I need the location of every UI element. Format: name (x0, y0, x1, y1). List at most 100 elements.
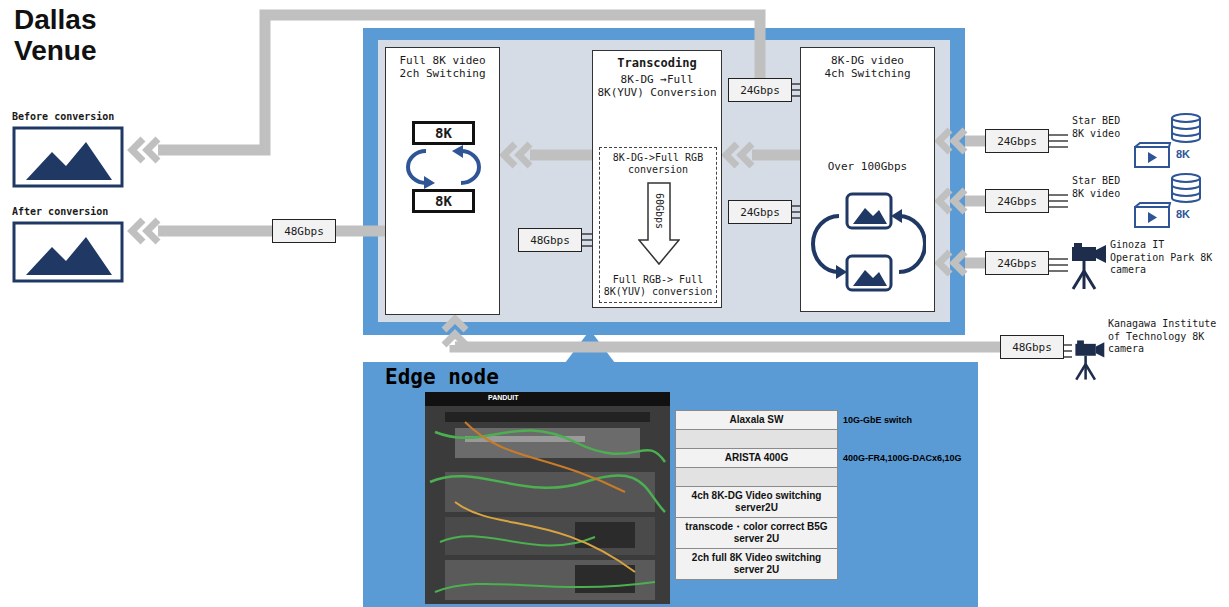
switching-icons (811, 186, 926, 301)
chevron-head (939, 252, 950, 274)
cable-line (1064, 356, 1072, 357)
cable-line (1049, 140, 1068, 141)
connector (444, 319, 1000, 347)
connector (1049, 135, 1068, 147)
cable-line (1064, 344, 1072, 345)
node-text: Transcoding (597, 57, 717, 70)
connector (132, 220, 272, 242)
annotation-label: PANDUIT (488, 394, 519, 401)
cable-line (1049, 264, 1068, 265)
signal-line (965, 136, 985, 147)
node-text: After conversion (12, 205, 108, 218)
chevron-head (939, 130, 950, 152)
node-text: 24Gbps (740, 84, 780, 97)
video-file-icon (1134, 202, 1172, 228)
port-box: 24Gbps (728, 200, 792, 224)
port-box: 24Gbps (985, 189, 1049, 213)
port-box: 24Gbps (985, 129, 1049, 153)
cable-line (792, 211, 800, 212)
connector (792, 206, 800, 218)
node-text: Ginoza IT Operation Park 8K camera (1110, 239, 1222, 277)
cable-line (792, 95, 800, 96)
node-text: 8K-DG video 4ch Switching (805, 54, 930, 80)
signal-line (455, 345, 1000, 347)
conversion-box: 8K-DG->Full RGB conversionFull RGB-> Ful… (599, 147, 717, 303)
cable-line (582, 233, 592, 234)
node-text: 8K (435, 127, 452, 140)
cable-line (1049, 194, 1068, 195)
rack-photo (425, 392, 670, 604)
connector (939, 252, 985, 274)
monitor-icon (12, 126, 124, 188)
node-text: 48Gbps (530, 234, 570, 247)
port-box: 24Gbps (728, 78, 792, 102)
signal-line (752, 150, 800, 161)
connector (939, 190, 985, 212)
annotation-label: 400G-FR4,100G-DACx6,10G (843, 453, 962, 463)
signal-line (530, 150, 592, 161)
signal-line (158, 226, 272, 237)
connector (939, 130, 985, 152)
node-text: Star BED 8K video (1072, 175, 1138, 200)
process-box: 8K-DG video 4ch SwitchingOver 100Gbps (800, 47, 935, 312)
empty-slot (675, 467, 838, 487)
monitor-node: After conversion (10, 205, 128, 287)
node-text: Alaxala SW (730, 414, 784, 426)
node-text: Kanagawa Institute of Technology 8K came… (1108, 318, 1222, 356)
connector (582, 234, 592, 246)
cable-line (1049, 258, 1068, 259)
monitor-icon (12, 221, 124, 283)
cable-line (1049, 134, 1068, 135)
chevron-head (726, 144, 737, 166)
database-icon (1168, 112, 1204, 144)
video-box: 8K (412, 189, 475, 213)
node-text: 48Gbps (1012, 341, 1052, 354)
node-text: 8K-DG->Full RGB conversion (603, 152, 713, 176)
process-box: Transcoding 8K-DG →Full 8K(YUV) Conversio… (592, 50, 722, 308)
video-file-icon (1134, 142, 1172, 168)
port-box: 48Gbps (272, 219, 336, 243)
connector (504, 144, 592, 166)
node-text: 2ch full 8K Video switching server 2U (680, 552, 833, 576)
chevron-head (519, 144, 530, 166)
cable-line (792, 217, 800, 218)
annotation-label: 10G-GbE switch (843, 415, 912, 425)
source-node: Star BED 8K video 8K (1068, 172, 1226, 230)
chevron-head (147, 220, 158, 242)
cable-line (582, 245, 592, 246)
connector (1064, 345, 1072, 357)
edge-node-panel: Edge nodeAlaxala SWARISTA 400G4ch 8K-DG … (363, 362, 978, 607)
camera-icon (1072, 338, 1106, 382)
rotation-arrows (406, 145, 481, 189)
page-title: Dallas Venue (14, 4, 144, 66)
cable-line (1049, 206, 1068, 207)
node-text: 8K-DG →Full 8K(YUV) Conversion (597, 73, 717, 99)
chevron-head (132, 139, 143, 161)
node-text: 24Gbps (997, 195, 1037, 208)
port-box: 48Gbps (1000, 335, 1064, 359)
signal-line (965, 196, 985, 207)
connector (1049, 195, 1068, 207)
connector (792, 84, 800, 96)
node-text: 48Gbps (284, 225, 324, 238)
chevron-head (954, 130, 965, 152)
node-text: 4ch 8K-DG Video switching server2U (680, 490, 833, 514)
node-text: Edge node (385, 365, 499, 389)
video-box: 8K (412, 121, 475, 145)
connector (726, 144, 800, 166)
chevron-head (741, 144, 752, 166)
annotation-label: 8K (1176, 208, 1190, 221)
node-text: 24Gbps (997, 257, 1037, 270)
source-node: Star BED 8K video8K (1068, 112, 1226, 170)
signal-line (965, 258, 985, 269)
rack-unit: 2ch full 8K Video switching server 2U (675, 548, 838, 580)
process-box: Full 8K video 2ch Switching8K8K (385, 47, 500, 315)
node-text: Star BED 8K video (1072, 115, 1138, 140)
connector (1049, 259, 1068, 271)
chevron-head (504, 144, 515, 166)
cable-line (792, 89, 800, 90)
chevron-head (939, 190, 950, 212)
chevron-head (132, 220, 143, 242)
cable-line (792, 205, 800, 206)
connector (336, 231, 385, 232)
